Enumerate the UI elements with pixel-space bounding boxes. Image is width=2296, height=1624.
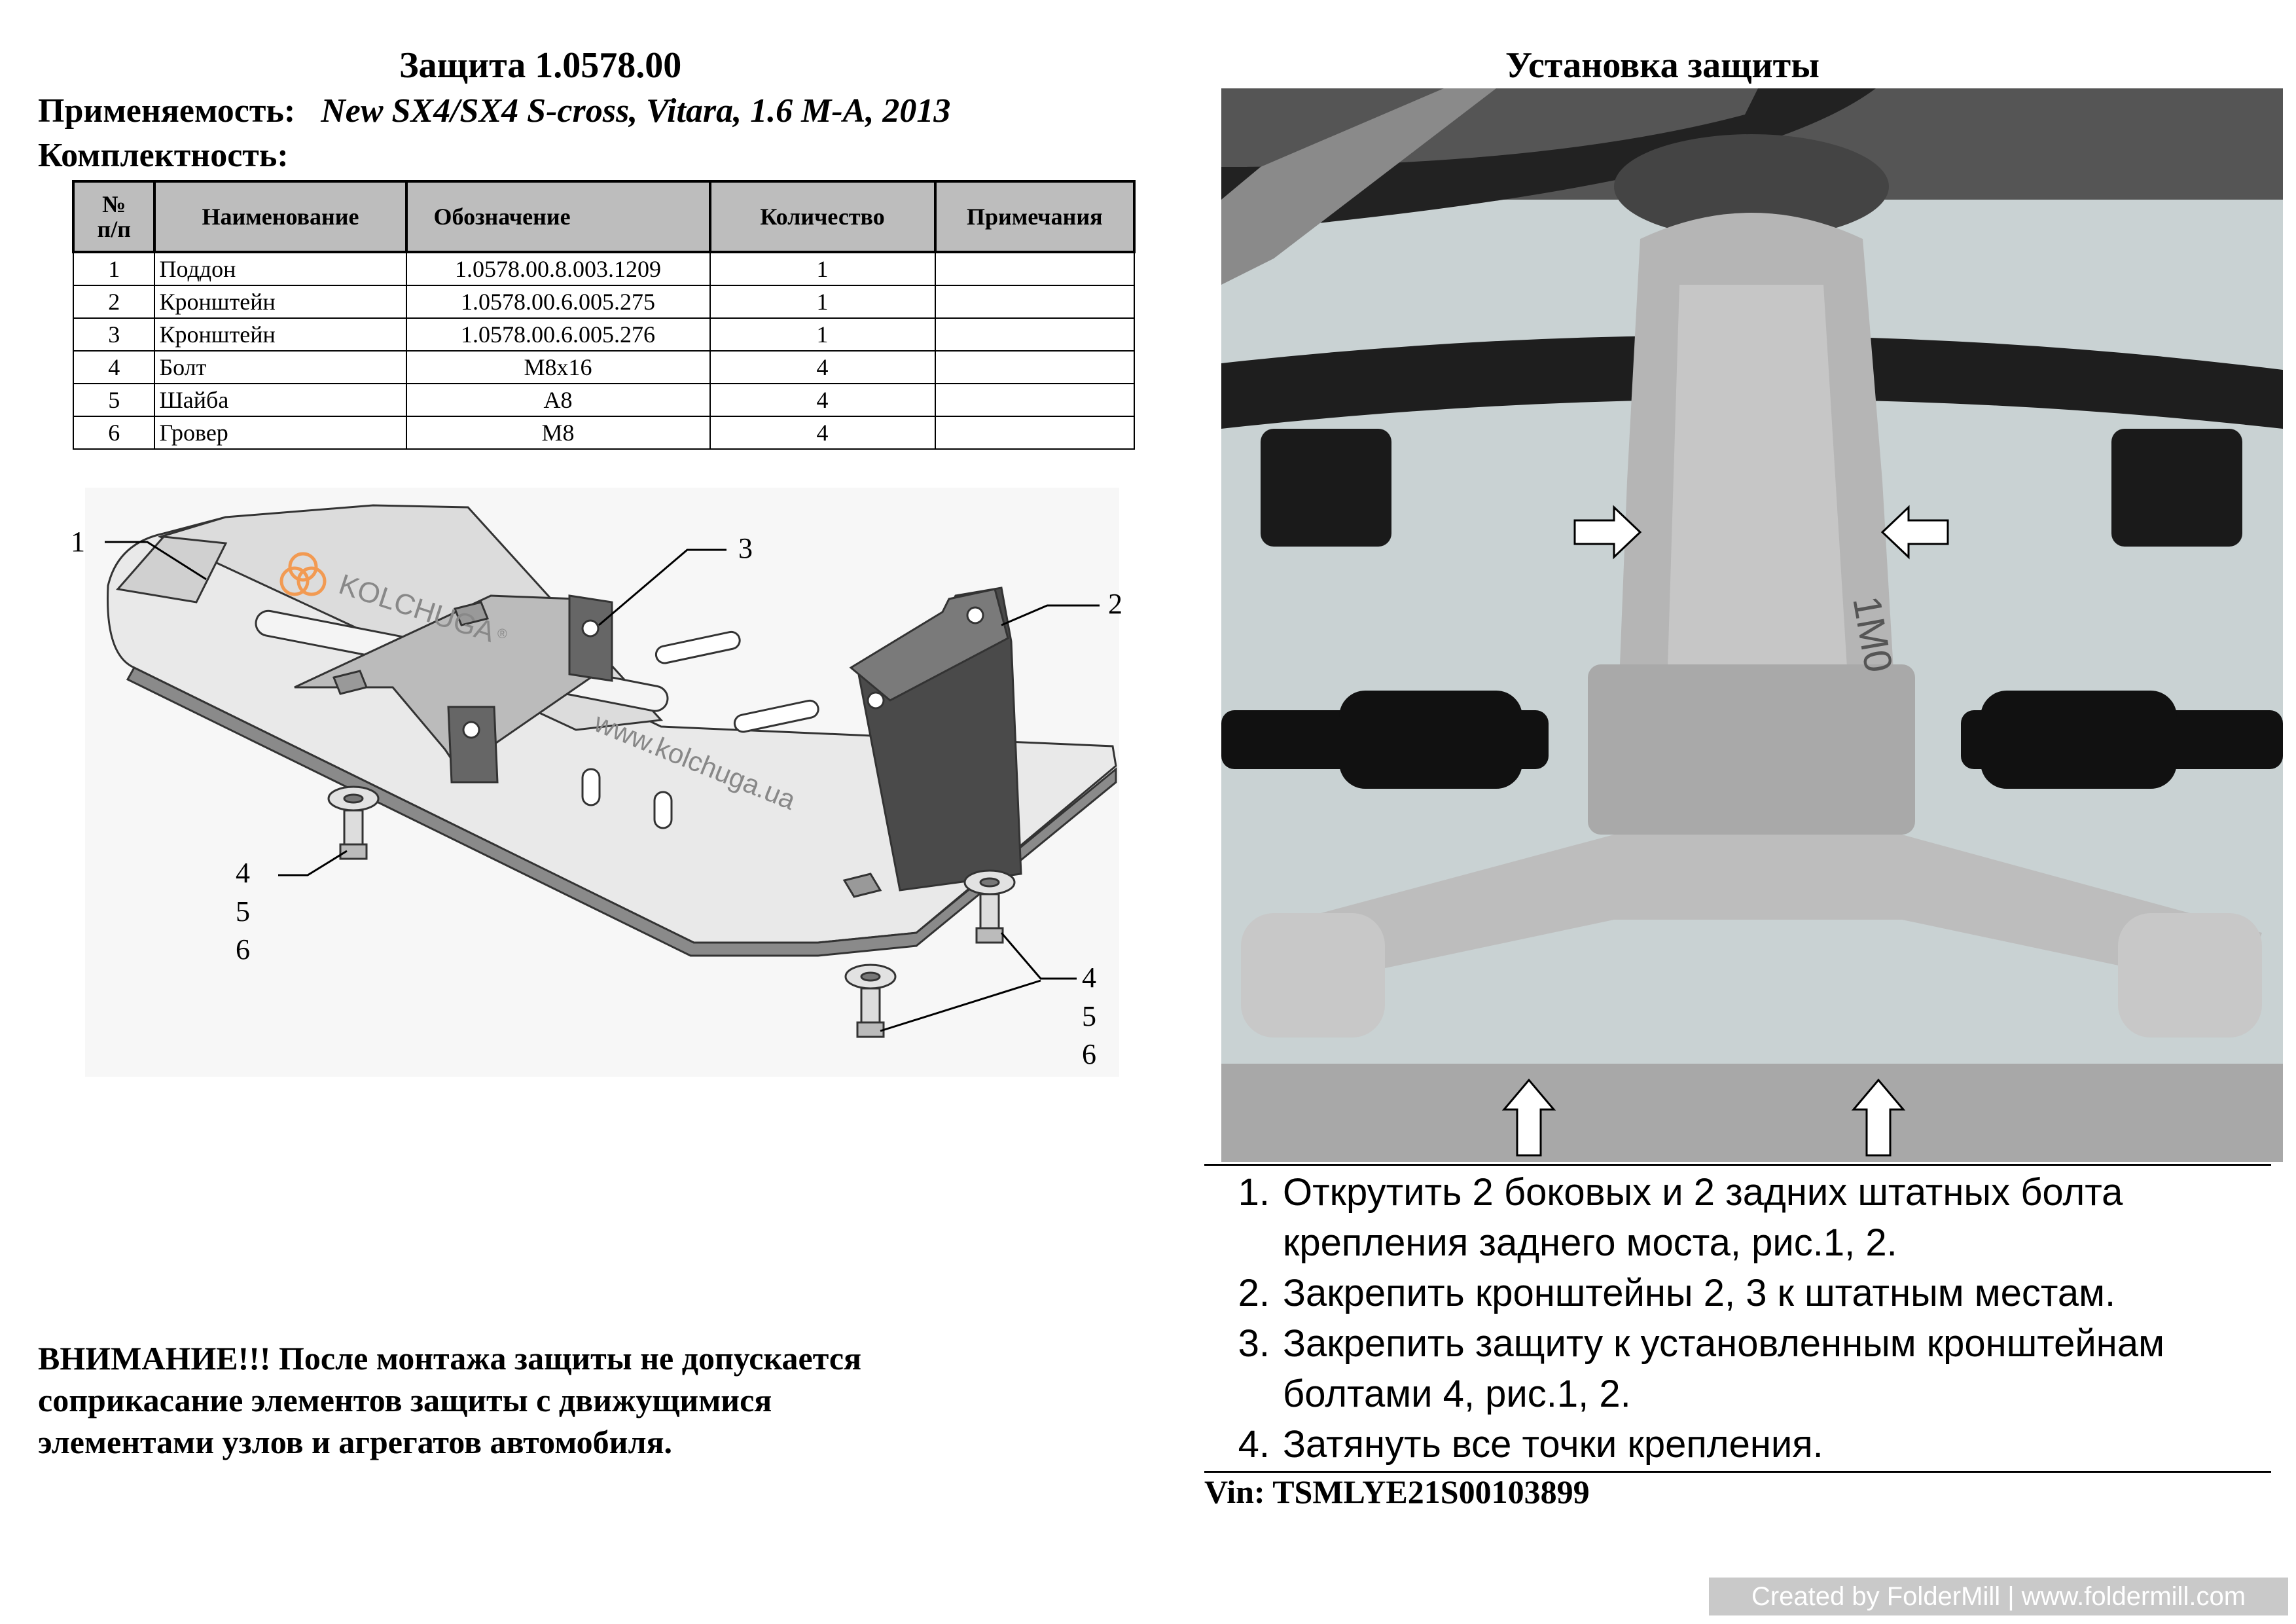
step-4: 4.Затянуть все точки крепления.	[1238, 1423, 1823, 1466]
cell-notes	[934, 350, 1136, 384]
cell-number: 2	[72, 285, 156, 319]
cell-number: 3	[72, 317, 156, 352]
cell-quantity: 4	[709, 416, 936, 450]
applicability-value: New SX4/SX4 S-cross, Vitara, 1.6 M-A, 20…	[321, 92, 951, 130]
divider-top	[1204, 1164, 2271, 1166]
table-row: 3 Кронштейн 1.0578.00.6.005.276 1	[72, 317, 1136, 352]
cell-number: 4	[72, 350, 156, 384]
cell-name: Болт	[154, 350, 407, 384]
differential: 1M0	[1588, 134, 1915, 835]
table-row: 4 Болт M8x16 4	[72, 350, 1136, 384]
table-row: 6 Гровер M8 4	[72, 416, 1136, 450]
cell-designation: M8x16	[405, 350, 711, 384]
bolt-washer-set-left	[327, 785, 380, 860]
header-quantity: Количество	[708, 180, 937, 253]
arrow-icon	[1501, 505, 1949, 1157]
cell-name: Кронштейн	[154, 317, 407, 352]
cell-quantity: 1	[709, 285, 936, 319]
callout-4-right: 4	[1082, 962, 1096, 994]
table-row: 1 Поддон 1.0578.00.8.003.1209 1	[72, 251, 1136, 286]
cell-quantity: 1	[709, 317, 936, 352]
divider-bottom	[1204, 1471, 2271, 1473]
cell-quantity: 4	[709, 383, 936, 417]
kit-label: Комплектность:	[38, 137, 289, 174]
warning-line: ВНИМАНИЕ!!! После монтажа защиты не допу…	[38, 1340, 862, 1377]
bracket-3	[294, 594, 613, 784]
kolchuga-logo-icon	[279, 552, 327, 596]
bolt-washer-set-right-2	[844, 964, 897, 1038]
bracket-2	[842, 586, 1022, 898]
callout-leaders	[105, 541, 1100, 1032]
brand-mark: ®	[497, 627, 507, 641]
cell-number: 6	[72, 416, 156, 450]
cell-notes	[934, 383, 1136, 417]
callout-4-left: 4	[236, 857, 250, 889]
installation-photo: 1M0	[1221, 88, 2283, 1162]
cell-notes	[934, 416, 1136, 450]
cell-notes	[934, 317, 1136, 352]
bolt-washer-set-right-1	[963, 869, 1016, 944]
plate-slots	[581, 630, 819, 829]
step-2: 2.Закрепить кронштейны 2, 3 к штатным ме…	[1238, 1272, 2116, 1314]
subframe	[1241, 835, 2262, 1038]
cell-name: Кронштейн	[154, 285, 407, 319]
cell-designation: 1.0578.00.6.005.276	[405, 317, 711, 352]
step-1: 1.Открутить 2 боковых и 2 задних штатных…	[1238, 1171, 2123, 1214]
callout-5-left: 5	[236, 895, 250, 928]
callout-1: 1	[71, 526, 85, 558]
cell-number: 5	[72, 383, 156, 417]
cell-notes	[934, 251, 1136, 286]
skid-plate-diagram: KOLCHUGA ® www.kolchuga.ua 1 3 2 4 5 6 4	[71, 488, 1122, 1077]
step-3: 3.Закрепить защиту к установленным кронш…	[1238, 1322, 2164, 1365]
header-designation: Обозначение	[404, 180, 711, 253]
callout-6-left: 6	[236, 933, 250, 965]
table-row: 5 Шайба A8 4	[72, 383, 1136, 417]
step-1-cont: крепления заднего моста, рис.1, 2.	[1283, 1221, 1897, 1264]
warning-line: соприкасание элементов защиты с движущим…	[38, 1382, 772, 1418]
cell-designation: 1.0578.00.6.005.275	[405, 285, 711, 319]
applicability-line: Применяемость: New SX4/SX4 S-cross, Vita…	[38, 92, 950, 130]
table-row: 2 Кронштейн 1.0578.00.6.005.275 1	[72, 285, 1136, 319]
cell-notes	[934, 285, 1136, 319]
callout-2: 2	[1108, 588, 1122, 620]
header-name: Наименование	[153, 180, 408, 253]
header-notes: Примечания	[933, 180, 1136, 253]
install-title: Установка защиты	[1505, 45, 1820, 86]
cell-designation: M8	[405, 416, 711, 450]
callout-3: 3	[738, 532, 753, 564]
cell-quantity: 1	[709, 251, 936, 286]
cell-designation: A8	[405, 383, 711, 417]
cell-name: Поддон	[154, 251, 407, 286]
vin-number: Vin: TSMLYE21S00103899	[1204, 1473, 1590, 1510]
cell-name: Гровер	[154, 416, 407, 450]
warning-block: ВНИМАНИЕ!!! После монтажа защиты не допу…	[38, 1337, 861, 1463]
warning-line: элементами узлов и агрегатов автомобиля.	[38, 1424, 673, 1460]
cell-quantity: 4	[709, 350, 936, 384]
cell-number: 1	[72, 251, 156, 286]
callout-6-right: 6	[1082, 1038, 1096, 1070]
step-3-cont: болтами 4, рис.1, 2.	[1283, 1373, 1631, 1415]
foldermill-watermark: Created by FolderMill | www.foldermill.c…	[1709, 1578, 2288, 1615]
page-title: Защита 1.0578.00	[399, 45, 682, 86]
cell-name: Шайба	[154, 383, 407, 417]
callout-5-right: 5	[1082, 1000, 1096, 1032]
cell-designation: 1.0578.00.8.003.1209	[405, 251, 711, 286]
drive-shafts	[1221, 691, 2283, 789]
applicability-label: Применяемость:	[38, 92, 296, 130]
